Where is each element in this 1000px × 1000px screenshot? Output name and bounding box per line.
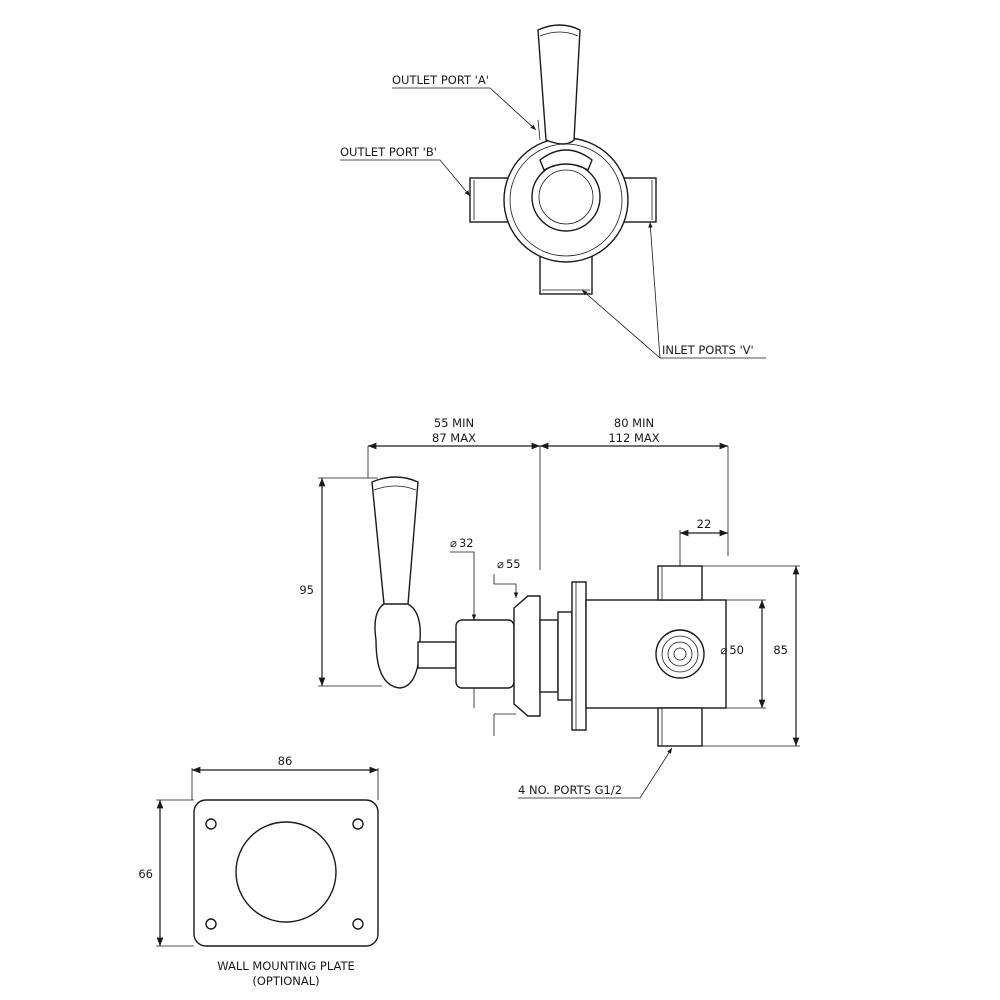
dim-body-depth-max: 112 MAX xyxy=(608,431,659,445)
top-view: OUTLET PORT 'A' OUTLET PORT 'B' INLET PO… xyxy=(340,24,766,359)
outlet-port-a-label: OUTLET PORT 'A' xyxy=(392,73,489,87)
dim-flange-dia: ⌀55 xyxy=(497,557,521,571)
plate-label-line1: WALL MOUNTING PLATE xyxy=(217,959,355,973)
dim-plate-width: 86 xyxy=(278,754,293,768)
dim-body-height: 85 xyxy=(773,643,788,657)
dim-flange-dia-value: 55 xyxy=(506,557,521,571)
outlet-port-b-label: OUTLET PORT 'B' xyxy=(340,145,437,159)
side-view: 55 MIN 87 MAX 80 MIN 112 MAX 95 xyxy=(299,416,800,799)
plate-hole-tl xyxy=(205,818,217,830)
dim-body-dia-value: 50 xyxy=(729,643,744,657)
plate-label-line2: (OPTIONAL) xyxy=(252,974,319,988)
spindle xyxy=(455,619,515,689)
dim-body-depth-min: 80 MIN xyxy=(614,416,654,430)
plate-center-hole xyxy=(235,821,337,923)
dim-handle-reach-min: 55 MIN xyxy=(434,416,474,430)
handle-side xyxy=(371,476,419,608)
dim-port-offset: 22 xyxy=(697,517,712,531)
dia-symbol-2: ⌀ xyxy=(497,557,504,571)
dia-symbol: ⌀ xyxy=(450,536,457,550)
dim-handle-height: 95 xyxy=(299,583,314,597)
wall-mounting-plate: 86 66 WALL MOUNTING PLATE (OPTIONAL) xyxy=(138,754,379,988)
plate-hole-br xyxy=(352,918,364,930)
inlet-ports-label: INLET PORTS 'V' xyxy=(662,343,754,357)
handle-top xyxy=(537,24,581,145)
dim-spindle-dia-value: 32 xyxy=(459,536,474,550)
dim-plate-height: 66 xyxy=(138,867,153,881)
plate-hole-bl xyxy=(205,918,217,930)
dim-body-dia: ⌀50 xyxy=(720,643,744,657)
dia-symbol-3: ⌀ xyxy=(720,643,727,657)
dim-handle-reach-max: 87 MAX xyxy=(432,431,476,445)
plate-hole-tr xyxy=(352,818,364,830)
ports-label: 4 NO. PORTS G1/2 xyxy=(518,783,622,797)
dim-spindle-dia: ⌀32 xyxy=(450,536,474,550)
flange xyxy=(513,595,541,717)
